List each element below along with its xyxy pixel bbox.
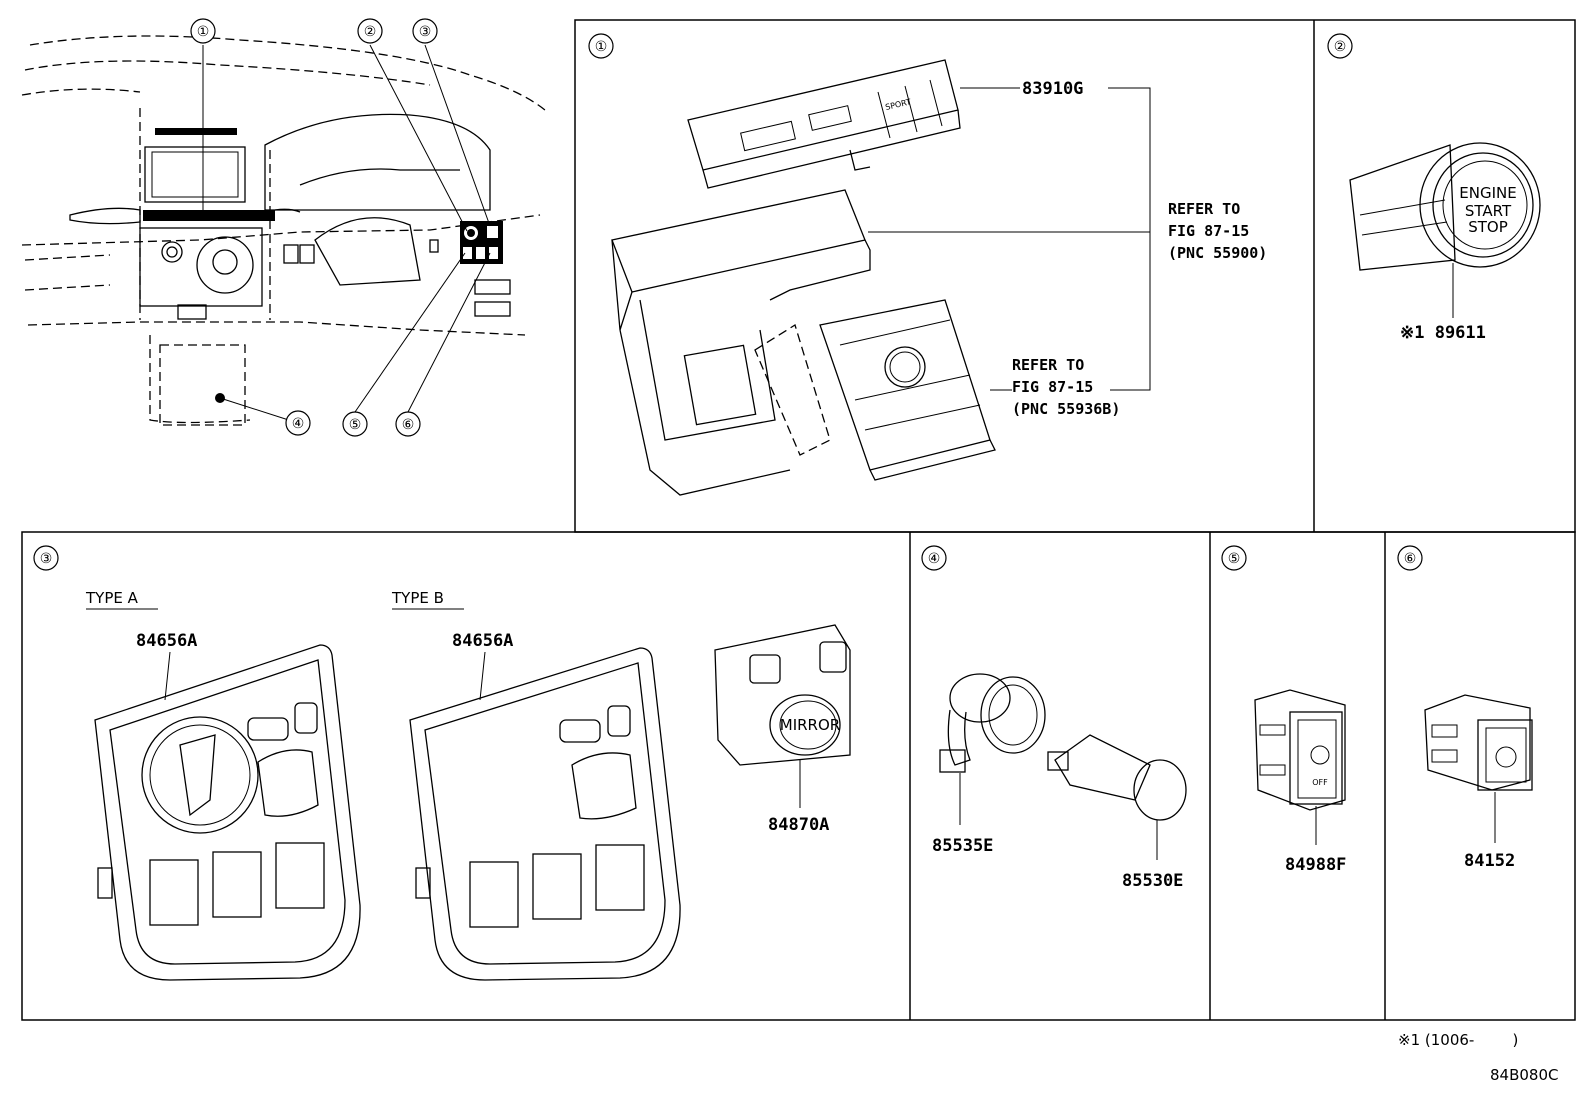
svg-text:⑥: ⑥ [402, 417, 415, 433]
ref2-line1: REFER TO [1012, 356, 1084, 374]
panel-2-number: ② [1334, 39, 1347, 55]
type-a-label: TYPE A [85, 589, 139, 607]
overview-callout-6: ⑥ [395, 411, 421, 437]
ref2-line2: FIG 87-15 [1012, 378, 1093, 396]
type-b-label: TYPE B [391, 589, 444, 607]
panel-frames [21, 19, 1576, 1021]
dashboard-overview: ① ② ③ ④ ⑤ ⑥ [21, 18, 546, 437]
panel-6: ⑥ 84152 [1397, 545, 1533, 871]
panel-4: ④ 85535E 85530E [921, 545, 1187, 891]
overview-callout-2: ② [357, 18, 383, 44]
svg-text:①: ① [197, 24, 210, 40]
part-85535E: 85535E [932, 836, 993, 856]
overview-callout-5: ⑤ [342, 411, 368, 437]
mirror-label: MIRROR [780, 716, 840, 734]
drawing-code: 84B080C [1490, 1066, 1558, 1084]
off-label: OFF [1312, 778, 1328, 787]
svg-text:②: ② [364, 24, 377, 40]
footnote: ※1 (1006- ) [1398, 1031, 1518, 1049]
part-84870A: 84870A [768, 815, 829, 835]
panel-3-number: ③ [40, 551, 53, 567]
svg-text:⑤: ⑤ [349, 417, 362, 433]
part-89611: ※1 89611 [1400, 323, 1486, 343]
svg-text:③: ③ [419, 24, 432, 40]
svg-text:SPORT: SPORT [884, 97, 912, 112]
part-85530E: 85530E [1122, 871, 1183, 891]
ref1-line1: REFER TO [1168, 200, 1240, 218]
ref1-line3: (PNC 55900) [1168, 244, 1267, 262]
engine-label: ENGINE [1459, 184, 1516, 202]
panel-1: ① SPORT 83910G REFER TO FIG 87-15 [588, 33, 1267, 496]
overview-callout-1: ① [190, 18, 216, 44]
panel-6-number: ⑥ [1404, 551, 1417, 567]
part-84152: 84152 [1464, 851, 1515, 871]
panel-5: ⑤ OFF 84988F [1221, 545, 1346, 875]
panel-2: ② ENGINE START STOP ※1 89611 [1327, 33, 1541, 343]
overview-callout-4: ④ [285, 410, 311, 436]
ref2-line3: (PNC 55936B) [1012, 400, 1120, 418]
stop-label: STOP [1468, 218, 1508, 236]
part-84656A-type-b: 84656A [452, 631, 513, 651]
overview-callout-3: ③ [412, 18, 438, 44]
ref1-line2: FIG 87-15 [1168, 222, 1249, 240]
part-84656A-type-a: 84656A [136, 631, 197, 651]
svg-text:④: ④ [292, 416, 305, 432]
panel-5-number: ⑤ [1228, 551, 1241, 567]
start-label: START [1465, 202, 1512, 220]
panel-1-number: ① [595, 39, 608, 55]
part-83910G: 83910G [1022, 79, 1083, 99]
panel-3: ③ TYPE A TYPE B 84656A 84656A [33, 545, 851, 981]
panel-4-number: ④ [928, 551, 941, 567]
part-84988F: 84988F [1285, 855, 1346, 875]
